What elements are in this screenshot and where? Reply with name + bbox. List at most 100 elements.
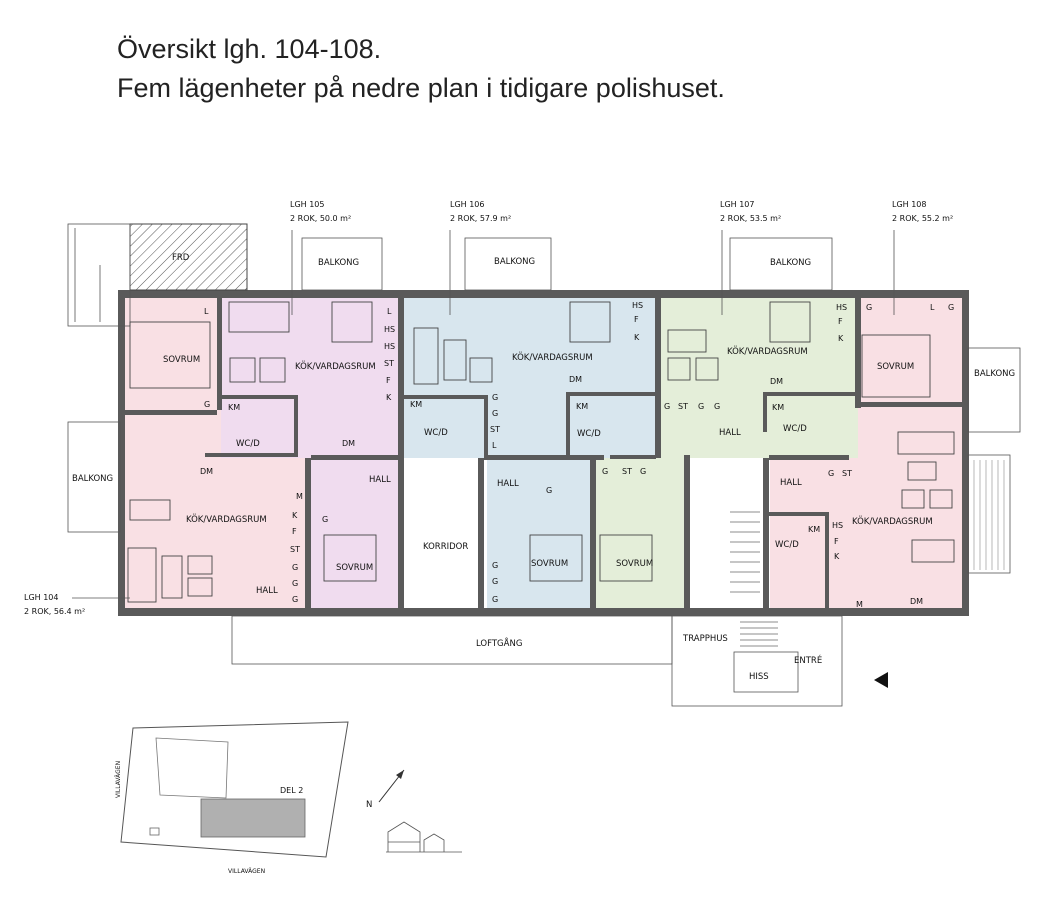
svg-text:K: K [634,333,640,342]
svg-text:M: M [296,492,303,501]
svg-text:DM: DM [200,467,213,476]
svg-text:G: G [492,393,498,402]
room-wcd-107: WC/D [783,424,807,434]
svg-text:DM: DM [569,375,582,384]
svg-text:K: K [386,393,392,402]
room-wcd-108: WC/D [775,540,799,550]
svg-text:G: G [204,400,210,409]
site-street-bottom: VILLAVÄGEN [228,868,265,875]
svg-text:ST: ST [678,402,688,411]
room-frd: FRD [172,253,190,263]
room-korridor: KORRIDOR [423,542,468,552]
svg-text:L: L [930,303,935,312]
lgh107-fixtures: HS F K DM KM G ST G G G ST G [602,303,847,476]
room-sovrum-104: SOVRUM [163,355,200,365]
svg-text:HS: HS [384,325,395,334]
svg-text:KM: KM [808,525,820,534]
svg-text:G: G [492,561,498,570]
balkong-105: BALKONG [318,258,359,268]
room-wcd-104: WC/D [236,439,260,449]
svg-text:G: G [492,595,498,604]
site-plan: DEL 2 VILLAVÄGEN VILLAVÄGEN N [115,721,462,875]
lgh107-fill [658,298,858,458]
plan-subtitle: Fem lägenheter på nedre plan i tidigare … [117,73,725,103]
svg-text:F: F [634,315,639,324]
svg-text:HS: HS [836,303,847,312]
lgh104-fixtures: L G KM DM M K F ST G G G [200,307,303,604]
svg-text:G: G [292,595,298,604]
fixture-labels: L G KM DM M K F ST G G G L HS HS ST F K … [200,301,954,609]
lgh105-fill [310,458,402,608]
room-sovrum-105: SOVRUM [336,563,373,573]
svg-text:G: G [292,579,298,588]
svg-text:F: F [834,537,839,546]
apartment-fills [125,298,962,608]
room-labels: SOVRUM KÖK/VARDAGSRUM WC/D HALL KÖK/VARD… [72,253,1015,682]
room-hall-104: HALL [256,586,278,596]
svg-text:G: G [546,486,552,495]
lgh106-fill [402,298,658,458]
lgh105-fixtures: L HS HS ST F K DM G KM [322,307,422,524]
balkong-106: BALKONG [494,257,535,267]
svg-text:K: K [292,511,298,520]
lgh108-fill [770,458,962,608]
svg-text:F: F [292,527,297,536]
lgh108-info: 2 ROK, 55.2 m² [892,214,953,223]
balkong-108: BALKONG [974,369,1015,379]
svg-text:DM: DM [342,439,355,448]
lgh104-fill [125,298,221,413]
svg-text:DM: DM [770,377,783,386]
room-entre: ENTRÉ [794,654,822,666]
svg-text:G: G [714,402,720,411]
section-icon [386,821,462,853]
svg-text:G: G [698,402,704,411]
lgh106-info: 2 ROK, 57.9 m² [450,214,511,223]
svg-text:KM: KM [228,403,240,412]
lgh108-fill [858,298,962,458]
room-wcd-105: WC/D [424,428,448,438]
lgh108-name: LGH 108 [892,200,926,209]
room-kok-108: KÖK/VARDAGSRUM [852,516,933,527]
room-loftgang: LOFTGÅNG [476,637,522,649]
balkong-104: BALKONG [72,474,113,484]
room-sovrum-107: SOVRUM [616,559,653,569]
svg-text:HS: HS [632,301,643,310]
svg-text:HS: HS [832,521,843,530]
room-wcd-106: WC/D [577,429,601,439]
svg-text:M: M [856,600,863,609]
svg-text:ST: ST [842,469,852,478]
svg-text:KM: KM [410,400,422,409]
svg-text:L: L [204,307,209,316]
room-sovrum-108: SOVRUM [877,362,914,372]
room-sovrum-106: SOVRUM [531,559,568,569]
svg-text:ST: ST [622,467,632,476]
walls [118,290,969,616]
lgh106-fixtures: HS F K DM KM G G ST L G G G G [490,301,643,604]
balkong-107: BALKONG [770,258,811,268]
lgh107-fill [595,458,690,608]
lgh107-info: 2 ROK, 53.5 m² [720,214,781,223]
svg-text:G: G [492,577,498,586]
svg-text:G: G [602,467,608,476]
lgh105-fill [221,298,402,458]
site-del: DEL 2 [280,786,303,795]
plan-title: Översikt lgh. 104-108. [117,34,382,64]
site-street-left: VILLAVÄGEN [115,761,122,798]
north-indicator: N [366,800,372,810]
svg-text:ST: ST [490,425,500,434]
svg-text:G: G [828,469,834,478]
lgh104-info: 2 ROK, 56.4 m² [24,607,85,616]
svg-text:ST: ST [290,545,300,554]
room-trapphus: TRAPPHUS [682,634,728,644]
svg-text:G: G [948,303,954,312]
svg-text:K: K [838,334,844,343]
svg-text:HS: HS [384,342,395,351]
svg-text:G: G [292,563,298,572]
room-kok-105: KÖK/VARDAGSRUM [295,361,376,372]
room-kok-104: KÖK/VARDAGSRUM [186,514,267,525]
room-hall-105: HALL [369,475,391,485]
lgh107-name: LGH 107 [720,200,754,209]
room-kok-107: KÖK/VARDAGSRUM [727,346,808,357]
svg-text:KM: KM [576,402,588,411]
